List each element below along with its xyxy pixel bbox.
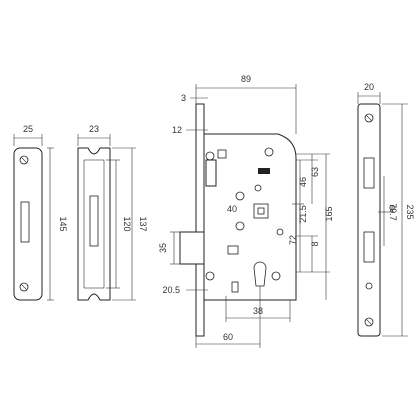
dim-60-label: 60 (223, 332, 233, 342)
dim-20-5-label: 20.5 (162, 285, 180, 295)
cylinder-profile (253, 261, 267, 287)
strike-plate-recess (83, 159, 105, 289)
dim-46-label: 46 (298, 177, 308, 187)
case-screw-top-left (205, 151, 215, 161)
dim-165-label: 165 (324, 206, 334, 221)
case-screw-top-right (264, 147, 274, 157)
strike-plate-width-label: 23 (89, 124, 99, 134)
lock-case (203, 133, 297, 301)
dim-8-label: 8 (310, 241, 320, 246)
large-faceplate-latch-slot (363, 231, 375, 263)
large-faceplate-inner-label: 79.7 (388, 203, 398, 221)
latch-slot-indicator (258, 168, 270, 174)
bottom-hook (231, 281, 239, 293)
small-faceplate-width-label: 25 (23, 124, 33, 134)
strike-plate-slot (89, 195, 99, 247)
dim-21-5-label: 21.5 (298, 205, 308, 223)
dim-38-label: 38 (253, 306, 263, 316)
spindle-square (257, 207, 265, 215)
plate-thickness-label: 12 (172, 125, 182, 135)
small-faceplate: 25 145 (13, 124, 68, 301)
case-screw-bottom-right (271, 271, 281, 281)
large-faceplate-hole-label: φ (389, 202, 395, 212)
large-faceplate-width-label: 20 (364, 82, 374, 92)
dim-72-label: 72 (288, 235, 298, 245)
small-faceplate-height-label: 145 (58, 216, 68, 231)
case-screw-bottom-left (205, 271, 215, 281)
case-hole-upper (254, 184, 262, 192)
large-faceplate-hole (365, 282, 373, 290)
total-width-label: 89 (241, 74, 251, 84)
forend-plate (195, 103, 205, 337)
case-hole-left (235, 191, 245, 201)
strike-plate: 23 120 137 (77, 124, 148, 301)
dim-35-label: 35 (158, 243, 168, 253)
case-hole-right (276, 228, 284, 236)
lock-body: 40 89 3 12 46 63 21.5 72 165 (158, 74, 334, 348)
large-faceplate: 20 φ 79.7 235 (357, 82, 415, 337)
strike-plate-outer-height-label: 137 (138, 216, 148, 231)
angle-label: 40 (227, 204, 237, 214)
small-faceplate-latch-slot (20, 201, 30, 243)
case-hole-mid (235, 221, 245, 231)
large-faceplate-height-label: 235 (405, 204, 415, 219)
strike-plate-inner-height-label: 120 (122, 216, 132, 231)
upper-window (217, 149, 227, 159)
large-faceplate-deadbolt-slot (363, 157, 375, 189)
offset-label: 3 (181, 93, 186, 103)
latch-bolt (179, 231, 205, 265)
large-faceplate-outline (357, 103, 381, 337)
dead-bolt (205, 159, 217, 187)
dim-63-label: 63 (310, 167, 320, 177)
small-square (227, 245, 239, 255)
